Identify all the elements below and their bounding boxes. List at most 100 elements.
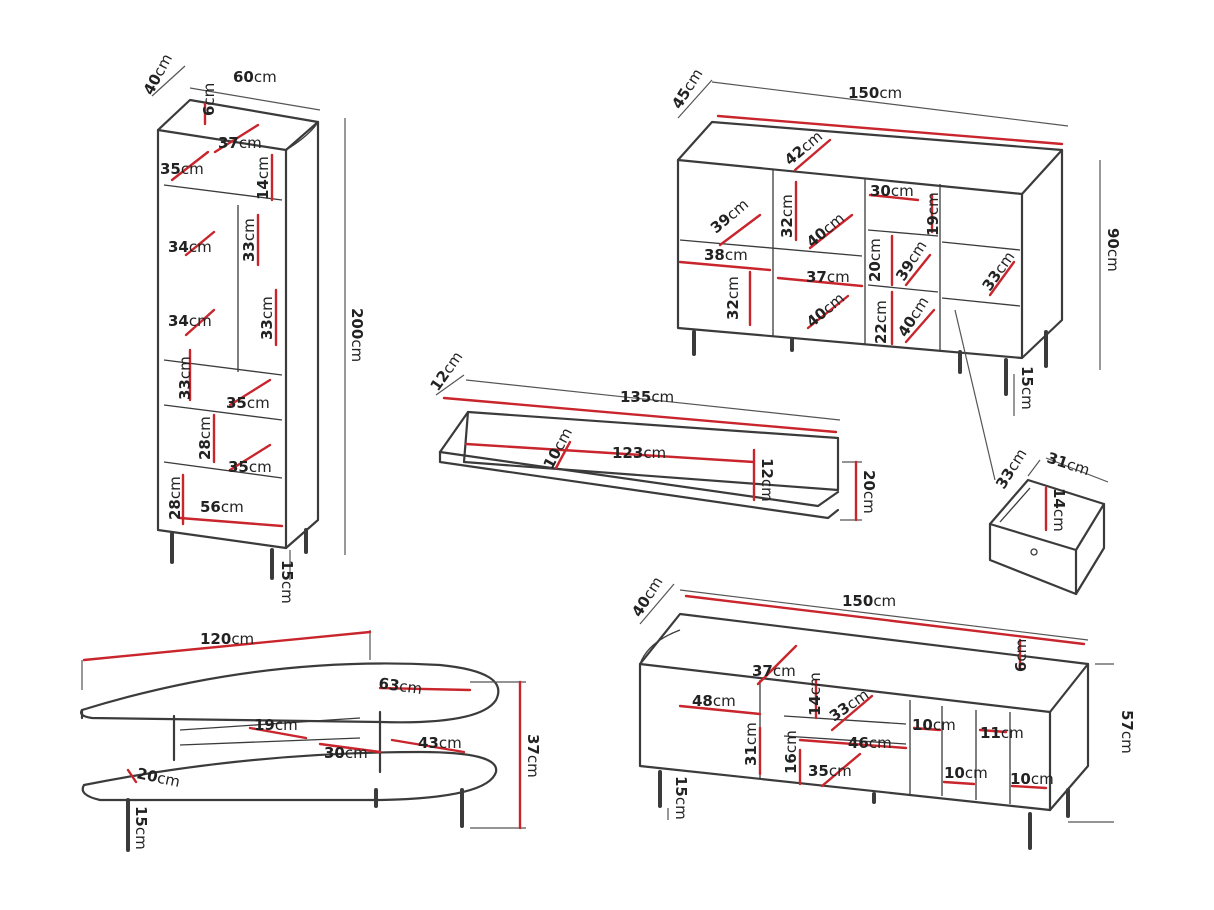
svg-text:14cm: 14cm <box>254 156 272 200</box>
unit: cm <box>345 744 368 762</box>
unit: cm <box>829 762 852 780</box>
unit: cm <box>1118 731 1136 754</box>
svg-text:16cm: 16cm <box>782 730 800 774</box>
unit: cm <box>247 394 270 412</box>
unit: cm <box>758 479 776 502</box>
unit: cm <box>773 662 796 680</box>
unit: cm <box>778 194 796 217</box>
svg-text:33cm: 33cm <box>979 248 1019 294</box>
unit: cm <box>672 797 690 820</box>
svg-text:31cm: 31cm <box>742 722 760 766</box>
unit: cm <box>240 218 258 241</box>
svg-text:34cm: 34cm <box>168 238 212 256</box>
unit: cm <box>860 491 878 514</box>
svg-text:46cm: 46cm <box>848 734 892 752</box>
svg-text:57cm: 57cm <box>1118 710 1136 754</box>
svg-text:40cm: 40cm <box>803 289 848 331</box>
shelf-back-height: 12 <box>758 458 776 479</box>
svg-text:35cm: 35cm <box>226 394 270 412</box>
unit: cm <box>806 672 824 695</box>
svg-text:37cm: 37cm <box>752 662 796 680</box>
tv-slot-1: 10 <box>912 716 933 734</box>
unit: cm <box>249 458 272 476</box>
unit: cm <box>933 716 956 734</box>
svg-text:32cm: 32cm <box>724 276 742 320</box>
unit: cm <box>524 755 542 778</box>
svg-text:150cm: 150cm <box>842 592 896 610</box>
unit: cm <box>189 238 212 256</box>
tall-glass-height-2: 33 <box>258 319 276 340</box>
drawer-height: 14 <box>1050 488 1068 509</box>
svg-text:33cm: 33cm <box>176 356 194 400</box>
sideboard-mid-width: 37 <box>806 268 827 286</box>
svg-text:14cm: 14cm <box>1050 488 1068 532</box>
unit: cm <box>231 630 254 648</box>
svg-text:11cm: 11cm <box>980 724 1024 742</box>
unit: cm <box>278 581 296 604</box>
svg-text:200cm: 200cm <box>348 308 366 362</box>
sideboard-small-height-top: 19 <box>924 215 942 236</box>
tv-mid-width: 46 <box>848 734 869 752</box>
svg-text:22cm: 22cm <box>872 300 890 344</box>
unit: cm <box>742 722 760 745</box>
svg-text:38cm: 38cm <box>704 246 748 264</box>
tall-drawer-width: 56 <box>200 498 221 516</box>
tall-lower-depth: 35 <box>228 458 249 476</box>
table-shelf-depth: 30 <box>324 744 345 762</box>
unit: cm <box>1012 639 1030 662</box>
tv-slot-4: 10 <box>1010 770 1031 788</box>
unit: cm <box>1018 387 1036 410</box>
tall-drawer-height: 28 <box>166 499 184 520</box>
svg-text:15cm: 15cm <box>1018 366 1036 410</box>
drawer-width: 31 <box>1045 449 1070 473</box>
drawer: 33cm 31cm 14cm <box>988 445 1109 596</box>
tall-glass-height-1: 33 <box>240 241 258 262</box>
unit: cm <box>156 769 182 791</box>
sideboard-small-width: 30 <box>870 182 891 200</box>
tall-mid-height: 33 <box>176 379 194 400</box>
shelf-width: 135 <box>620 388 651 406</box>
tall-mid-depth: 35 <box>226 394 247 412</box>
unit: cm <box>827 268 850 286</box>
unit: cm <box>643 444 666 462</box>
svg-text:28cm: 28cm <box>196 416 214 460</box>
coffee-table: 120cm 63cm 19cm 30cm 43cm 37cm 20cm 15cm <box>80 630 542 852</box>
svg-text:20cm: 20cm <box>135 764 182 791</box>
unit: cm <box>924 192 942 215</box>
unit: cm <box>872 300 890 323</box>
tv-left-height: 31 <box>742 745 760 766</box>
svg-text:33cm: 33cm <box>258 296 276 340</box>
svg-text:43cm: 43cm <box>418 734 462 752</box>
svg-text:33cm: 33cm <box>240 218 258 262</box>
tv-stand: 40cm 150cm 57cm 15cm 6cm 37cm 48cm 31cm … <box>628 573 1136 850</box>
unit: cm <box>239 134 262 152</box>
svg-text:35cm: 35cm <box>808 762 852 780</box>
svg-text:20cm: 20cm <box>860 470 878 514</box>
sideboard-small-height-mid: 20 <box>866 261 884 282</box>
svg-text:63cm: 63cm <box>377 674 423 698</box>
svg-text:28cm: 28cm <box>166 476 184 520</box>
shelf-inner-width: 123 <box>612 444 643 462</box>
svg-text:20cm: 20cm <box>866 238 884 282</box>
sideboard-small-height-low: 22 <box>872 323 890 344</box>
svg-text:37cm: 37cm <box>218 134 262 152</box>
unit: cm <box>348 339 366 362</box>
sideboard-leg: 15 <box>1018 366 1036 387</box>
unit: cm <box>221 498 244 516</box>
wall-shelf: 12cm 135cm 123cm 10cm 12cm 20cm <box>427 348 878 522</box>
tall-leg-value: 15 <box>278 560 296 581</box>
svg-text:90cm: 90cm <box>1104 228 1122 272</box>
unit: cm <box>713 692 736 710</box>
tall-cabinet: 40cm 60cm 200cm 15cm 6cm 37cm 35cm 14cm … <box>140 51 366 604</box>
svg-text:19cm: 19cm <box>924 192 942 236</box>
unit: cm <box>1050 509 1068 532</box>
unit: cm <box>398 677 423 698</box>
tall-glass-depth-2: 34 <box>168 312 189 330</box>
tall-top-comp-height: 14 <box>254 179 272 200</box>
svg-text:31cm: 31cm <box>1045 449 1092 480</box>
unit: cm <box>200 83 218 106</box>
sideboard-left-width: 38 <box>704 246 725 264</box>
unit: cm <box>891 182 914 200</box>
